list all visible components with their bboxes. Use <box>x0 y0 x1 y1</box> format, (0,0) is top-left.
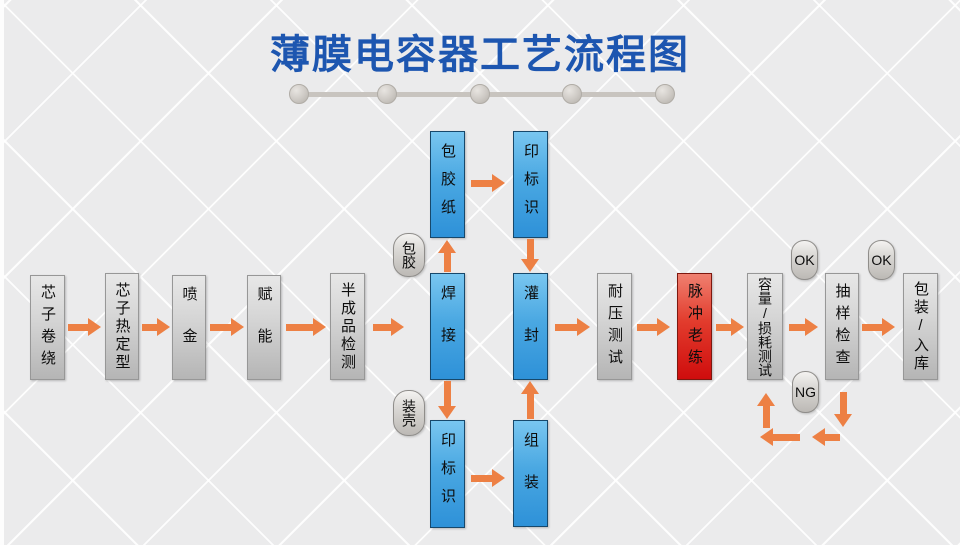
node-label: 印标识 <box>439 432 456 516</box>
tag-label: OK <box>794 252 815 268</box>
divider-dot <box>470 84 490 104</box>
flow-arrow-left <box>760 428 800 446</box>
divider-dot <box>562 84 582 104</box>
tag-label: NG <box>795 384 816 400</box>
divider-dot <box>377 84 397 104</box>
flow-arrow-up <box>438 240 456 272</box>
flow-arrow-right <box>789 318 818 336</box>
tag-ok-2: OK <box>868 240 895 280</box>
flow-arrow-up <box>757 393 775 428</box>
node-label: 包装/入库 <box>912 280 929 373</box>
flow-arrow-right <box>471 174 505 192</box>
node-label: 赋能 <box>255 285 273 370</box>
flow-arrow-right <box>471 469 505 487</box>
node-potting: 灌封 <box>513 273 548 380</box>
node-welding: 焊接 <box>430 273 465 380</box>
node-label: 脉冲老练 <box>686 282 703 371</box>
node-energize: 赋能 <box>247 275 281 380</box>
node-capacity-loss-test: 容量/损耗测试 <box>747 273 783 380</box>
node-semi-product-inspect: 半成品检测 <box>330 273 365 380</box>
node-label: 耐压测试 <box>606 282 623 371</box>
flow-arrow-down <box>438 381 456 419</box>
tag-ok-1: OK <box>791 240 818 280</box>
node-label: 半成品检测 <box>339 281 356 372</box>
flow-arrow-right <box>862 318 895 336</box>
left-edge-strip <box>0 0 4 545</box>
flow-arrow-down <box>834 392 852 427</box>
tag-label: 装壳 <box>401 399 417 427</box>
tag-zhuangke: 装壳 <box>393 390 425 436</box>
node-label: 芯子热定型 <box>113 281 131 372</box>
tag-baojiao: 包胶 <box>393 233 425 277</box>
tag-label: 包胶 <box>401 241 417 269</box>
divider-dot <box>289 84 309 104</box>
tag-label: OK <box>871 252 892 268</box>
flow-arrow-right <box>555 318 590 336</box>
node-core-winding: 芯子卷绕 <box>30 275 65 380</box>
flow-arrow-up <box>521 381 539 419</box>
node-print-mark-top: 印标识 <box>513 131 548 238</box>
node-label: 喷金 <box>180 285 198 370</box>
tag-ng: NG <box>792 371 819 413</box>
flow-arrow-right <box>716 318 744 336</box>
node-label: 包胶纸 <box>439 142 456 227</box>
node-label: 抽样检查 <box>833 282 851 371</box>
flow-arrow-left <box>812 428 840 446</box>
node-assembly: 组装 <box>513 420 548 527</box>
flow-arrow-right <box>68 318 101 336</box>
node-print-mark-bottom: 印标识 <box>430 420 465 528</box>
flow-arrow-right <box>637 318 670 336</box>
flow-arrow-right <box>210 318 244 336</box>
flow-arrow-right <box>373 318 404 336</box>
flow-arrow-right <box>142 318 170 336</box>
node-label: 焊接 <box>439 284 456 369</box>
page-title: 薄膜电容器工艺流程图 <box>270 33 690 77</box>
node-label: 芯子卷绕 <box>39 283 56 372</box>
node-sampling-check: 抽样检查 <box>825 273 859 380</box>
node-voltage-test: 耐压测试 <box>597 273 632 380</box>
node-label: 印标识 <box>522 142 539 227</box>
node-label: 容量/损耗测试 <box>757 276 773 377</box>
node-tape-paper: 包胶纸 <box>430 131 465 238</box>
flow-arrow-down <box>521 239 539 272</box>
node-packing-storage: 包装/入库 <box>903 273 938 380</box>
node-pulse-aging: 脉冲老练 <box>677 273 712 380</box>
node-heat-setting: 芯子热定型 <box>105 273 139 380</box>
flow-arrow-right <box>286 318 326 336</box>
divider-dot <box>655 84 675 104</box>
node-gold-spray: 喷金 <box>172 275 206 380</box>
node-label: 组装 <box>522 431 539 516</box>
node-label: 灌封 <box>522 284 539 369</box>
